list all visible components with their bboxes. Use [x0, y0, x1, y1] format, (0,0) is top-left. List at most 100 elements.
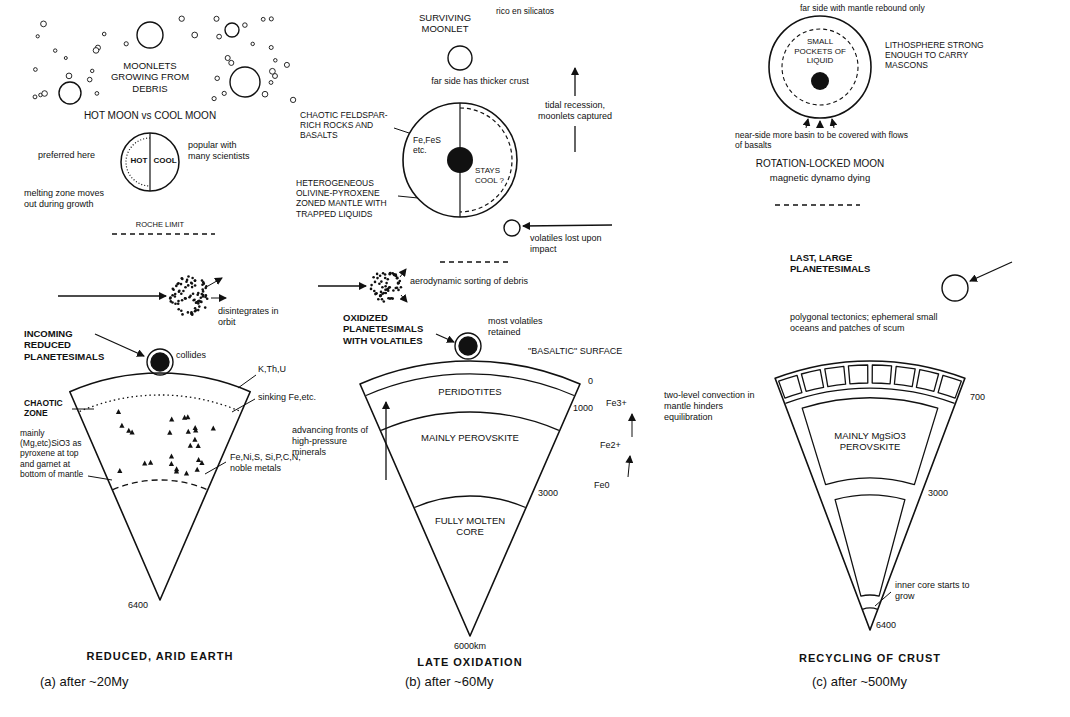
debris-dot: [370, 284, 373, 287]
debris-dot: [393, 273, 396, 276]
annotation-label: far side has thicker crust: [425, 76, 535, 87]
sinking-iron-drop: [117, 468, 122, 473]
debris-dot: [194, 284, 197, 287]
annotation-label: CHAOTIC FELDSPAR-RICH ROCKS AND BASALTS: [300, 110, 392, 141]
debris-dot: [53, 49, 56, 52]
annotation-label: HOT MOON vs COOL MOON: [55, 110, 245, 122]
sinking-iron-drop: [188, 443, 193, 448]
sinking-iron-drop: [169, 461, 174, 466]
flow-arrow: [832, 119, 834, 128]
annotation-label: REDUCED, ARID EARTH: [40, 650, 280, 663]
moon-section-circle: Fe,FeS etc.STAYS COOL ?: [402, 102, 518, 218]
annotation-label: 6000km: [440, 641, 500, 652]
convection-loop: [802, 398, 938, 485]
annotation-label: rico en silicatos: [496, 6, 558, 16]
sinking-iron-drop: [126, 428, 131, 433]
debris-dot: [374, 281, 377, 284]
separator-line: [775, 204, 860, 205]
debris-dot: [192, 299, 195, 302]
chaotic-zone-boundary: [80, 395, 241, 411]
annotation-label: polygonal tectonics; ephemeral small oce…: [790, 312, 960, 334]
debris-dot: [269, 45, 273, 49]
debris-dot: [184, 297, 187, 300]
convection-loop: [835, 495, 905, 596]
leader-line: [238, 375, 256, 388]
debris-dot: [397, 282, 400, 285]
debris-dot: [372, 276, 375, 279]
annotation-label: FULLY MOLTEN CORE: [430, 515, 510, 538]
annotation-label: MAINLY MgSiO3 PEROVSKITE: [810, 430, 930, 453]
incoming-arrow: [436, 334, 454, 342]
debris-dot: [204, 306, 207, 309]
annotation-label: MAINLY PEROVSKITE: [410, 432, 530, 443]
debris-dot: [169, 296, 172, 299]
core-boundary: [414, 496, 525, 508]
crust-plate: [916, 370, 938, 392]
debris-dot: [384, 273, 387, 276]
sinking-iron-drop: [184, 471, 189, 476]
shape-text: STAYS COOL ?: [475, 166, 507, 185]
debris-dot: [184, 297, 187, 300]
annotation-label: collides: [176, 350, 236, 361]
separator-line: [440, 261, 510, 262]
debris-dot: [269, 17, 273, 21]
annotation-label: melting zone moves out during growth: [24, 188, 116, 210]
debris-dot: [102, 32, 106, 36]
debris-dot: [379, 295, 382, 298]
leader-line: [72, 409, 94, 410]
sinking-iron-drop: [174, 466, 179, 471]
leader-line: [232, 399, 255, 412]
debris-dot: [201, 279, 204, 282]
debris-dot: [385, 282, 388, 285]
annotation-label: CHAOTIC ZONE: [24, 398, 70, 418]
annotation-label: 6400: [128, 600, 168, 611]
crust-plate: [779, 375, 802, 398]
fragment-arrow: [211, 298, 226, 299]
tidal-recession-arrow: [574, 68, 575, 96]
orbit-arrow: [58, 295, 166, 296]
annotation-label: 3000: [538, 488, 568, 499]
inner-core-boundary: [862, 608, 877, 609]
debris-dot: [191, 313, 194, 316]
debris-dot: [191, 314, 194, 317]
annotation-label: sinking Fe,etc.: [258, 392, 330, 403]
earth-wedge: [70, 373, 250, 600]
moon-core: [811, 72, 829, 90]
debris-dot: [182, 290, 185, 293]
debris-dot: [171, 301, 174, 304]
moon-core: [447, 147, 473, 173]
leader-line: [875, 592, 891, 606]
sinking-iron-drop: [195, 467, 200, 472]
leader-line: [205, 462, 226, 474]
debris-dot: [42, 91, 48, 97]
planetesimal-ring: [147, 349, 173, 375]
debris-dot: [177, 300, 180, 303]
sinking-iron-drop: [193, 425, 198, 430]
debris-dot: [66, 73, 72, 79]
debris-dot: [178, 290, 181, 293]
debris-dot: [201, 288, 204, 291]
debris-dot: [177, 282, 180, 285]
debris-dot: [262, 91, 268, 97]
debris-dot: [217, 34, 222, 39]
impact-arrow: [523, 225, 612, 226]
debris-dot: [380, 280, 383, 283]
debris-dot: [214, 16, 219, 21]
debris-dot: [177, 308, 180, 311]
annotation-label: Fe0: [594, 480, 624, 491]
sinking-iron-drop: [148, 460, 153, 465]
sinking-iron-drop: [130, 430, 135, 435]
sinking-iron-drop: [169, 453, 174, 458]
sinking-iron-drop: [119, 423, 124, 428]
debris-dot: [177, 303, 180, 306]
annotation-label: 3000: [928, 488, 958, 499]
debris-dot: [181, 278, 184, 281]
debris-dot: [191, 286, 194, 289]
moonlet-circle: [448, 46, 472, 70]
shape-outline: [402, 102, 518, 218]
annotation-label: mainly (Mg,etc)SiO3 as pyroxene at top a…: [20, 428, 86, 479]
crust-plate: [894, 366, 915, 386]
sinking-iron-drop: [192, 437, 197, 442]
debris-dot: [229, 60, 234, 65]
debris-dot: [180, 283, 183, 286]
